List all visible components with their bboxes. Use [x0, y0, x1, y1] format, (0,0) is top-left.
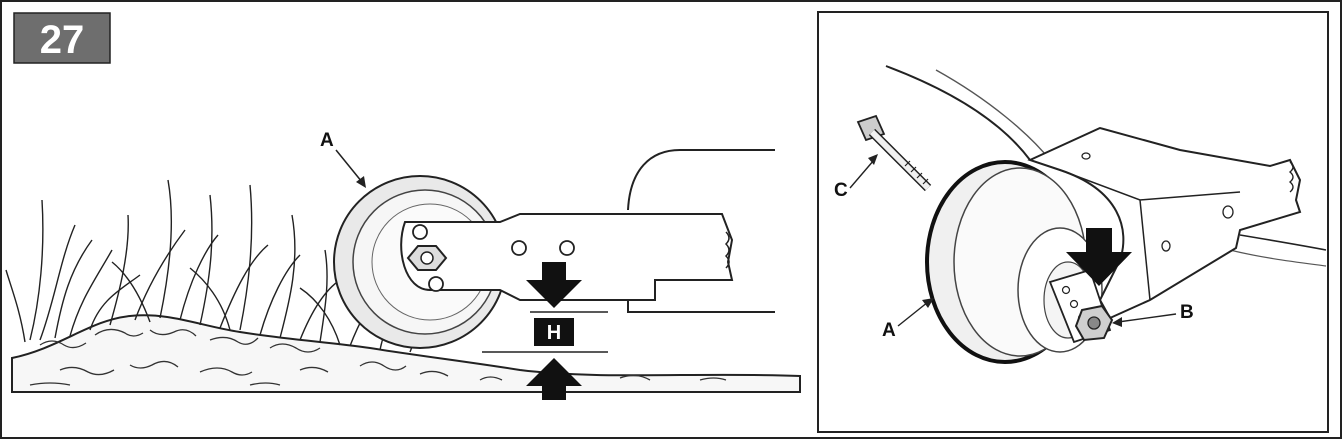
ground-mound — [11, 314, 801, 393]
right-label-a: A — [882, 320, 896, 341]
right-view: C A B — [817, 11, 1329, 433]
wheel-bracket-arm — [400, 213, 734, 301]
right-leader-c — [849, 159, 875, 189]
step-number: 27 — [40, 18, 85, 62]
bracket-break-lines — [724, 231, 730, 269]
nut-b — [1074, 304, 1114, 342]
ground-texture — [29, 328, 727, 386]
bracket-hole — [511, 240, 527, 256]
inset-bracket-fold — [1059, 169, 1241, 301]
right-leader-b-tip — [1112, 317, 1122, 327]
down-arrow-icon — [1066, 228, 1132, 286]
right-label-b: B — [1180, 302, 1194, 323]
inset-axle-hole — [1069, 299, 1079, 309]
left-leader-a-tip — [356, 176, 366, 188]
adjust-hole-upper — [412, 224, 428, 240]
step-badge: 27 — [13, 12, 111, 64]
inset-bracket-hole — [1222, 205, 1234, 219]
right-leader-a — [897, 301, 929, 327]
bolt-c — [856, 114, 932, 192]
down-arrow-icon — [526, 262, 582, 308]
deck-curve-inner — [935, 69, 1051, 161]
inset-axle-hole — [1061, 285, 1071, 295]
right-leader-a-tip — [922, 298, 934, 308]
right-leader-b — [1117, 313, 1177, 323]
left-leader-a — [335, 149, 363, 183]
inset-bracket-hole — [1161, 240, 1171, 252]
right-leader-c-tip — [868, 154, 878, 165]
left-label-h: H — [547, 322, 561, 344]
adjust-hole-lower — [428, 276, 444, 292]
deck-curve-bottom — [1239, 234, 1327, 251]
h-label-box — [534, 318, 574, 346]
inset-bracket-hole — [1081, 152, 1091, 160]
left-view: A H — [5, 130, 801, 400]
inset-bracket-break — [1288, 161, 1294, 193]
left-label-a: A — [320, 130, 334, 151]
axle-nut — [406, 245, 448, 271]
deck-curve-bottom-2 — [1229, 249, 1327, 267]
deck-curve-outer — [885, 65, 1031, 161]
up-arrow-icon — [526, 358, 582, 400]
grass-tufts — [5, 179, 441, 353]
bracket-hole — [559, 240, 575, 256]
right-label-c: C — [834, 180, 848, 201]
